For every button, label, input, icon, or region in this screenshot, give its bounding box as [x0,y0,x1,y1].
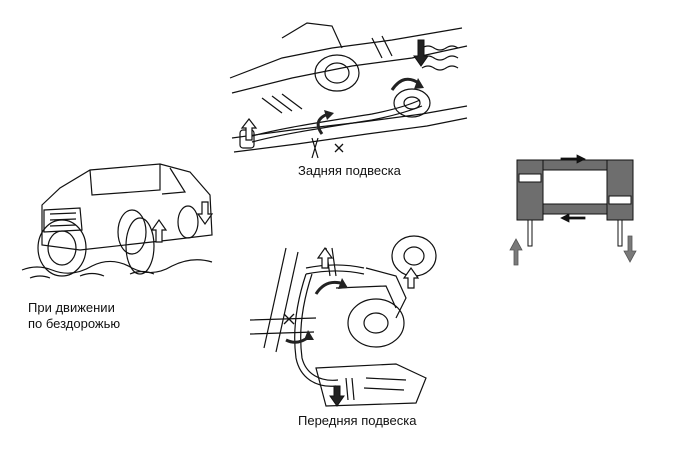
vehicle-offroad-illustration [20,150,220,285]
down-arrow-icon [623,235,637,263]
front-suspension-illustration [246,228,446,413]
hydraulic-schematic [505,150,655,270]
down-arrow-icon [413,39,429,67]
rear-suspension-drawing [229,22,468,159]
offroad-caption-line1: При движении [28,300,115,315]
up-arrow-icon [402,266,420,289]
up-arrow-icon [150,218,168,243]
offroad-caption-line2: по бездорожью [28,316,121,331]
front-arrows [283,246,420,407]
down-arrow-icon [329,385,345,407]
front-suspension-caption: Передняя подвеска [298,413,417,428]
left-arrow-icon [560,213,586,223]
down-arrow-icon [196,201,214,226]
rear-arrows [240,39,429,153]
cylinder-block [516,159,634,247]
up-arrow-icon [240,118,258,141]
front-suspension-drawing [249,235,437,407]
hydraulic-diagram [509,154,637,266]
up-arrow-icon [316,246,334,269]
up-arrow-icon [509,238,523,266]
x-mark-icon [334,143,344,153]
rear-suspension-illustration [222,18,472,166]
vehicle-arrows [150,201,214,243]
rear-suspension-caption: Задняя подвеска [298,163,401,178]
x-mark-icon [283,313,295,325]
vehicle-drawing [21,163,214,279]
right-arrow-icon [560,154,586,164]
